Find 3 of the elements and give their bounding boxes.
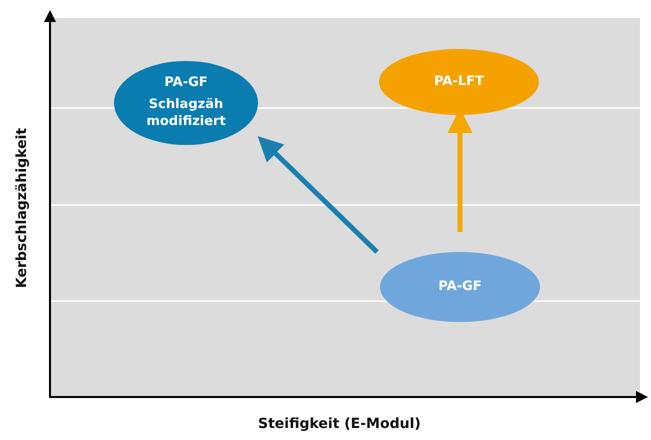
axis-title: Steifigkeit (E-Modul) (258, 416, 421, 432)
axis-title: Kerbschlagzähigkeit (14, 128, 30, 288)
arrow (258, 136, 379, 254)
